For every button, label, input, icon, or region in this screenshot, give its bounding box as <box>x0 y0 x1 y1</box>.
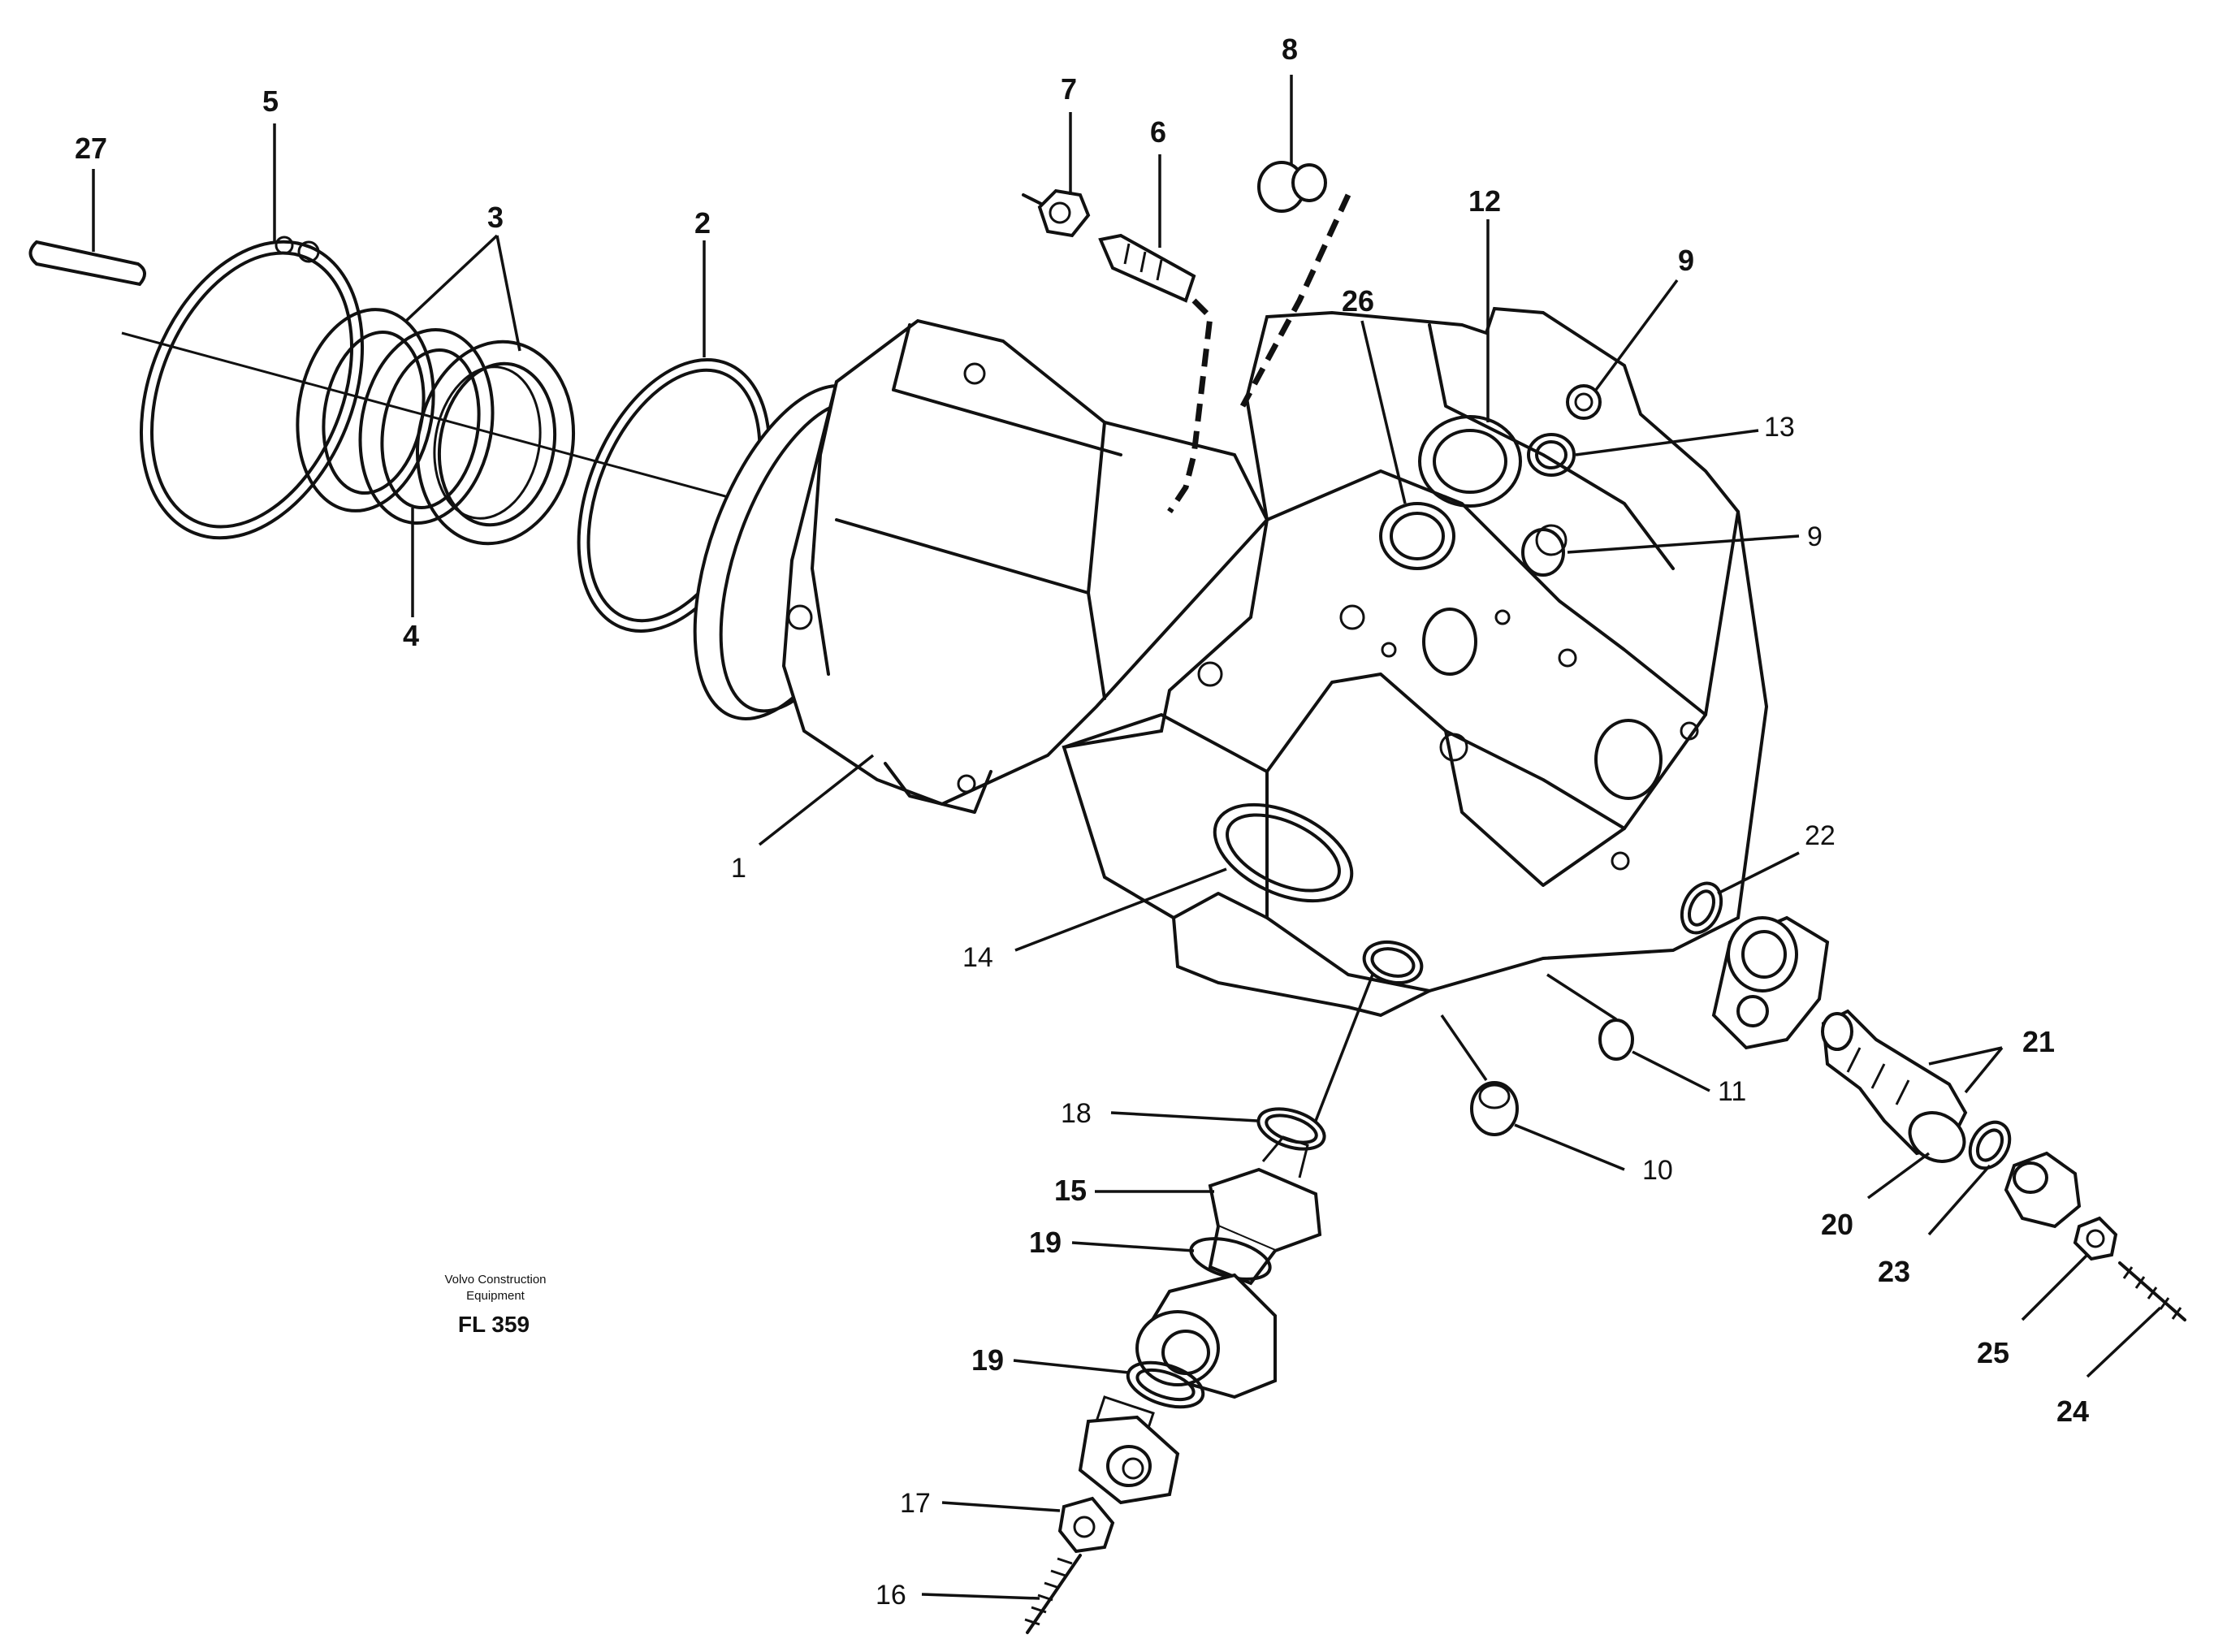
callout-6: 6 <box>1150 115 1166 149</box>
callout-3: 3 <box>487 201 504 234</box>
part-16-spring-screw <box>1024 1554 1082 1634</box>
callout-23: 23 <box>1878 1255 1910 1288</box>
part-1-motor-housing <box>693 318 1269 814</box>
callout-19b: 19 <box>971 1343 1004 1377</box>
part-9-plug <box>1521 528 1565 577</box>
callout-9a: 9 <box>1678 244 1694 277</box>
callout-9b: 9 <box>1807 521 1823 552</box>
callout-21: 21 <box>2022 1025 2055 1058</box>
leader-21b <box>1964 1046 2004 1094</box>
leader-22 <box>1717 851 1800 895</box>
part-7-nut <box>1022 188 1091 238</box>
part-11-plug <box>1598 1018 1634 1061</box>
leader-26 <box>1360 320 1407 504</box>
leader-19b <box>1013 1359 1130 1374</box>
callout-8: 8 <box>1282 32 1298 66</box>
callout-25: 25 <box>1977 1336 2009 1369</box>
callout-10: 10 <box>1642 1155 1673 1186</box>
leader-9a <box>1594 279 1679 391</box>
callout-13: 13 <box>1764 412 1795 443</box>
leader-10 <box>1514 1123 1625 1171</box>
part-22-washer <box>1680 881 1723 935</box>
leader-16 <box>921 1593 1040 1600</box>
callout-17: 17 <box>900 1488 931 1519</box>
callout-26: 26 <box>1342 284 1374 318</box>
leader-11b <box>1546 973 1617 1021</box>
leader-19a <box>1071 1241 1195 1252</box>
part-25-nut <box>2073 1216 2118 1261</box>
leader-11 <box>1632 1050 1710 1092</box>
part-27-key <box>28 240 146 287</box>
leader-13 <box>1575 429 1759 456</box>
leader-24 <box>2086 1306 2162 1378</box>
callout-27: 27 <box>75 132 107 165</box>
callout-12: 12 <box>1468 184 1501 218</box>
caption-drawing-code: FL 359 <box>458 1312 530 1337</box>
callout-22: 22 <box>1805 820 1836 851</box>
leader-17 <box>941 1501 1061 1512</box>
callout-2: 2 <box>694 206 711 240</box>
leader-9b <box>1567 534 1800 554</box>
leader-10b <box>1440 1014 1488 1081</box>
dashed-path-6 <box>1167 298 1213 513</box>
callout-24: 24 <box>2056 1395 2089 1428</box>
leader-1 <box>758 754 875 846</box>
leader-3b <box>495 235 521 352</box>
part-6-screw <box>1098 233 1196 303</box>
part-3-seal-rings <box>296 308 576 546</box>
adjuster-nut-right <box>2004 1151 2082 1229</box>
callout-1: 1 <box>731 853 746 884</box>
callout-5: 5 <box>262 84 279 118</box>
callout-7: 7 <box>1061 72 1077 106</box>
part-5-circlip <box>139 236 365 540</box>
dashed-path-8 <box>1239 193 1351 408</box>
leader-3a <box>404 234 499 322</box>
leader-14 <box>1014 867 1227 952</box>
leader-21a <box>1928 1046 2003 1066</box>
caption-company-line1: Volvo Construction <box>444 1273 546 1287</box>
part-15-relief-valve <box>1208 1135 1322 1286</box>
leader-20 <box>1866 1152 1931 1200</box>
callout-4: 4 <box>403 619 419 652</box>
callout-20: 20 <box>1821 1208 1853 1241</box>
part-10-plug <box>1470 1081 1519 1136</box>
callout-18: 18 <box>1061 1098 1092 1129</box>
part-23-washer <box>1968 1120 2012 1170</box>
valve-housing <box>1135 1273 1277 1399</box>
leader-23 <box>1927 1164 1991 1236</box>
valve-block <box>1062 306 1769 1018</box>
leader-18 <box>1110 1111 1258 1122</box>
callout-16: 16 <box>876 1580 906 1611</box>
callout-11: 11 <box>1718 1076 1746 1107</box>
leader-25 <box>2021 1253 2089 1321</box>
part-18-washer <box>1256 1107 1326 1151</box>
callout-19a: 19 <box>1029 1226 1062 1259</box>
callout-15: 15 <box>1054 1174 1087 1207</box>
part-17-nut <box>1057 1496 1115 1554</box>
axis-line <box>121 331 813 521</box>
adjuster-nut <box>1078 1395 1180 1505</box>
caption-company-line2: Equipment <box>466 1289 525 1303</box>
leader-18b <box>1314 974 1374 1122</box>
right-fitting-body <box>1711 915 1830 1050</box>
part-24-spring-screw <box>2118 1261 2186 1321</box>
part-8-plug <box>1257 161 1327 213</box>
callout-14: 14 <box>962 942 993 973</box>
